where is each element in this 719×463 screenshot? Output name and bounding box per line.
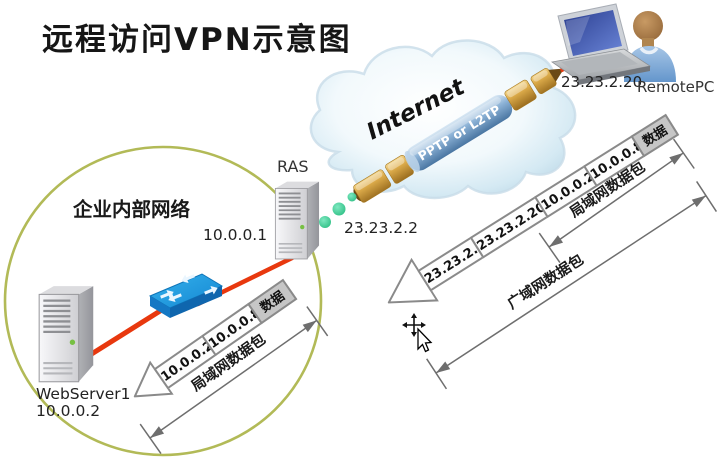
wan-inner-dimension — [538, 138, 695, 263]
remote-pc-label: RemotePC — [637, 78, 715, 96]
webserver-label: WebServer1 — [36, 385, 131, 403]
lan-packet: 10.0.0.2 10.0.0.8 数据 — [122, 271, 302, 414]
ras-lan-ip: 10.0.0.1 — [203, 226, 268, 244]
internet-cloud-icon — [309, 39, 577, 200]
ras-wan-ip: 23.23.2.2 — [344, 219, 418, 237]
remote-pc-ip: 23.23.2.20 — [561, 73, 643, 91]
wan-packet: 23.23.2.2 23.23.2.20 10.0.0.2 10.0.0.8 数… — [374, 102, 686, 325]
remote-pc-icon — [550, 3, 676, 85]
move-cursor-icon — [402, 313, 433, 353]
vpn-status-dots — [319, 192, 357, 228]
lan-switch-icon — [148, 273, 224, 318]
ras-label: RAS — [277, 157, 309, 176]
lan-packet-dimension — [139, 306, 329, 454]
wan-packet-dimension — [426, 181, 718, 390]
ras-server-icon — [274, 181, 320, 260]
intranet-boundary-circle — [3, 145, 323, 457]
webserver-ip: 10.0.0.2 — [36, 402, 101, 420]
page-title: 远程访问VPN示意图 — [42, 22, 352, 58]
webserver-icon — [38, 286, 94, 383]
link-webserver-switch — [79, 303, 171, 363]
intranet-label: 企业内部网络 — [73, 198, 191, 221]
